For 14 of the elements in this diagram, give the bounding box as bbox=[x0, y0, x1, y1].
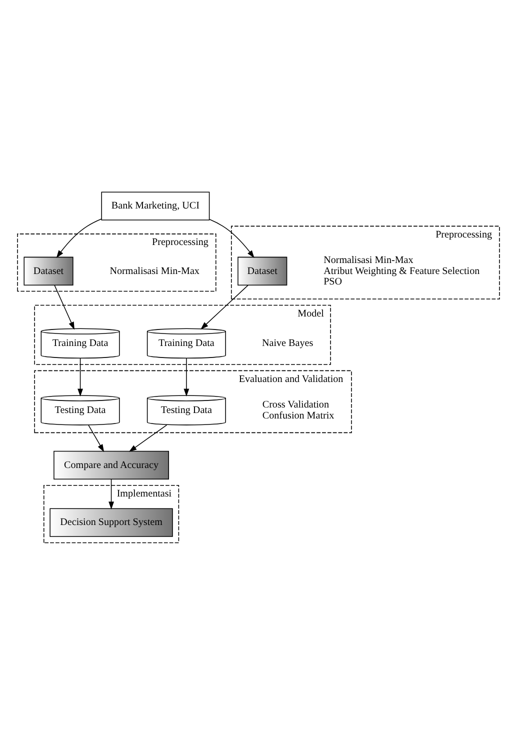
node-box: Compare and Accuracy bbox=[54, 450, 169, 480]
arrow bbox=[209, 218, 254, 258]
arrow bbox=[128, 424, 168, 452]
arrow bbox=[108, 478, 114, 509]
arrow bbox=[200, 284, 248, 329]
arrow bbox=[54, 284, 74, 330]
node-box: Dataset bbox=[238, 256, 288, 285]
arrow bbox=[184, 357, 190, 396]
arrow bbox=[88, 424, 104, 452]
node-box: Bank Marketing, UCI bbox=[101, 191, 210, 220]
node-box: Dataset bbox=[24, 256, 74, 285]
arrow bbox=[78, 357, 83, 396]
arrow bbox=[56, 218, 102, 258]
node-box: Decision Support System bbox=[50, 508, 173, 536]
